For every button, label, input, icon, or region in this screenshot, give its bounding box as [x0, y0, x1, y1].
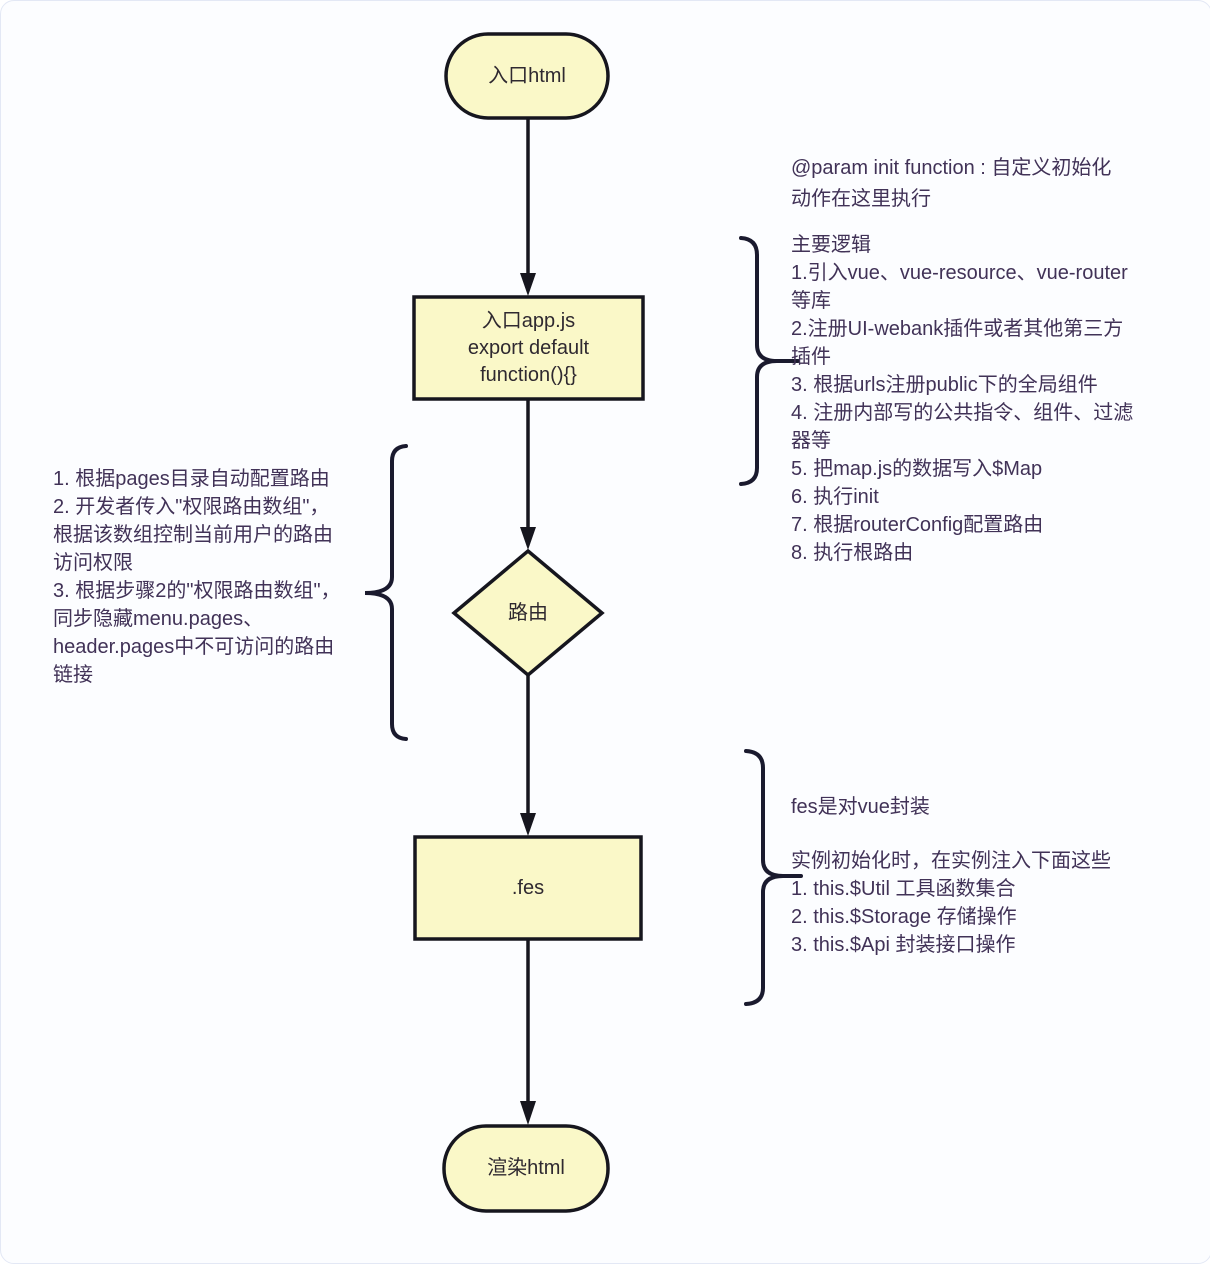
node-render-label: 渲染html	[487, 1157, 565, 1179]
node-start-label: 入口html	[488, 64, 566, 87]
node-render-shape	[442, 1124, 610, 1213]
brace-fes-note	[744, 749, 803, 1006]
arrowhead-icon	[520, 1101, 536, 1125]
node-router-label: 路由	[508, 601, 548, 624]
node-router-shape	[451, 548, 605, 678]
node-fes-label: .fes	[511, 876, 545, 899]
node-appjs-label: 入口app.js export default function(){}	[467, 309, 590, 386]
arrowhead-icon	[520, 273, 536, 296]
arrowhead-icon	[520, 527, 536, 550]
annotation-fes-intro: fes是对vue封装	[791, 796, 930, 818]
node-appjs-shape	[412, 295, 645, 401]
arrowhead-icon	[520, 813, 536, 836]
annotation-fes-detail: 实例初始化时，在实例注入下面这些 1. this.$Util 工具函数集合 2.…	[791, 850, 1111, 956]
annotation-router-note: 1. 根据pages目录自动配置路由 2. 开发者传入"权限路由数组"，根据该数…	[53, 468, 341, 686]
node-fes-shape	[413, 835, 643, 941]
brace-main-logic	[739, 236, 800, 486]
annotation-param-note: @param init function : 自定义初始化动作在这里执行	[791, 157, 1112, 210]
annotation-main-logic: 主要逻辑 1.引入vue、vue-resource、vue-router等库 2…	[791, 234, 1134, 564]
node-start-shape	[444, 32, 610, 120]
brace-router-note	[364, 444, 408, 741]
